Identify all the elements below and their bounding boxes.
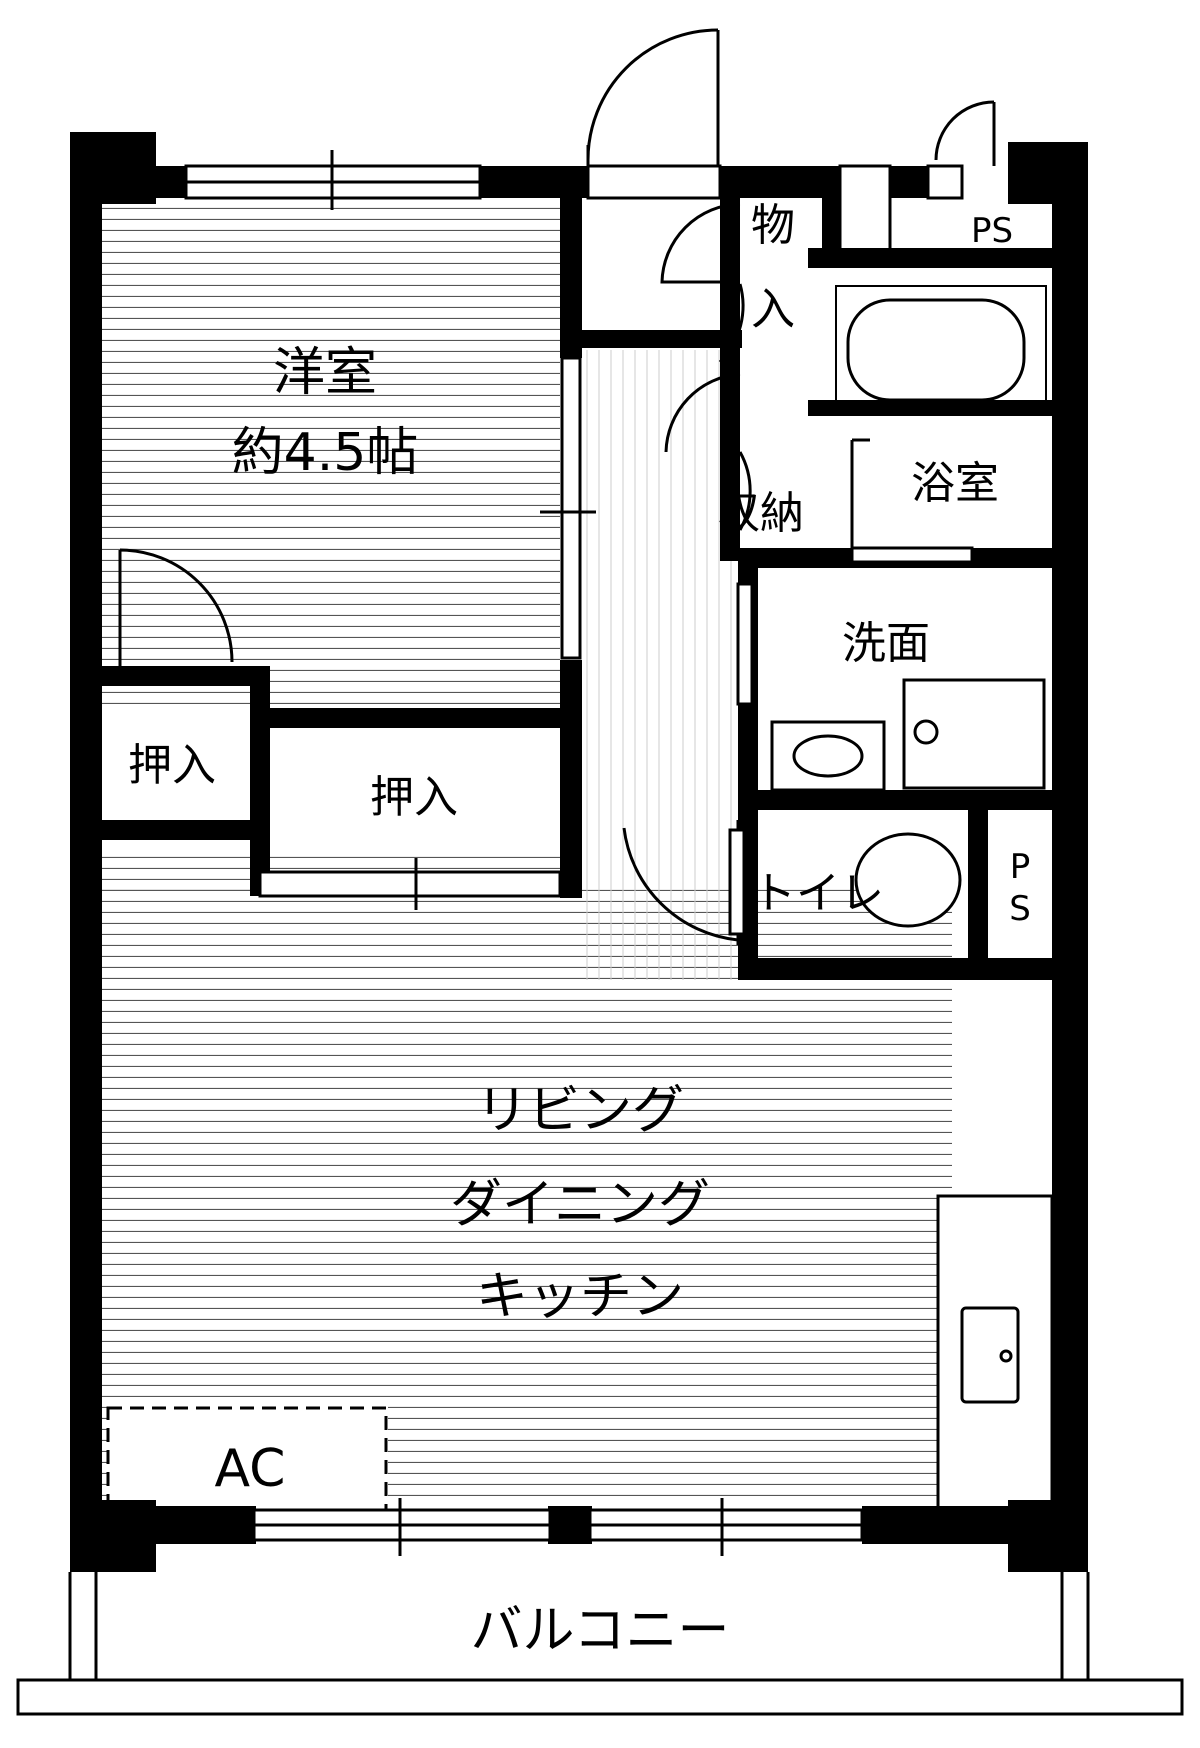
ps-side-p: P bbox=[1010, 847, 1031, 887]
hallway-floor bbox=[580, 350, 740, 980]
washer-drain bbox=[913, 719, 939, 745]
western-room-floor bbox=[100, 198, 560, 710]
balcony-label: バルコニー bbox=[471, 1601, 730, 1661]
washroom-door bbox=[736, 582, 754, 706]
ac-cutout bbox=[108, 1400, 388, 1518]
bath-door bbox=[850, 438, 870, 560]
storage-bottom-label: 収納 bbox=[716, 488, 804, 539]
west-closet-door bbox=[118, 548, 234, 666]
ps-side-s: S bbox=[1009, 889, 1031, 929]
closet-center-label: 押入 bbox=[370, 772, 458, 823]
sink-bowl bbox=[792, 734, 864, 778]
ldk-label-3: キッチン bbox=[476, 1267, 684, 1327]
ldk-label-2: ダイニング bbox=[450, 1175, 710, 1235]
windows bbox=[184, 150, 864, 1556]
ldk-floor bbox=[100, 880, 952, 1500]
bath-label: 浴室 bbox=[911, 458, 999, 509]
toilet-label: トイレ bbox=[752, 868, 884, 919]
toilet-bowl bbox=[854, 832, 962, 928]
closet-left-label: 押入 bbox=[128, 740, 216, 791]
floor-fills bbox=[100, 198, 1052, 1518]
balcony bbox=[16, 1572, 1184, 1716]
ac-unit bbox=[106, 1406, 388, 1512]
western-room-size: 約4.5帖 bbox=[232, 423, 419, 483]
bathtub bbox=[846, 298, 1026, 402]
ps-top-label: PS bbox=[971, 211, 1013, 251]
aircon-label: AC bbox=[215, 1439, 286, 1499]
fixtures bbox=[106, 285, 1054, 1512]
kitchen-counter bbox=[936, 1194, 1054, 1510]
western-room-label: 洋室 bbox=[273, 343, 377, 403]
washroom-label: 洗面 bbox=[842, 618, 930, 669]
storage-doors bbox=[118, 202, 752, 910]
ldk-label-1: リビング bbox=[476, 1081, 684, 1141]
kitchen-sink bbox=[960, 1306, 1020, 1404]
storage-top-label-2: 入 bbox=[751, 284, 795, 335]
storage-top-label-1: 物 bbox=[751, 200, 795, 251]
entrance bbox=[586, 28, 996, 258]
